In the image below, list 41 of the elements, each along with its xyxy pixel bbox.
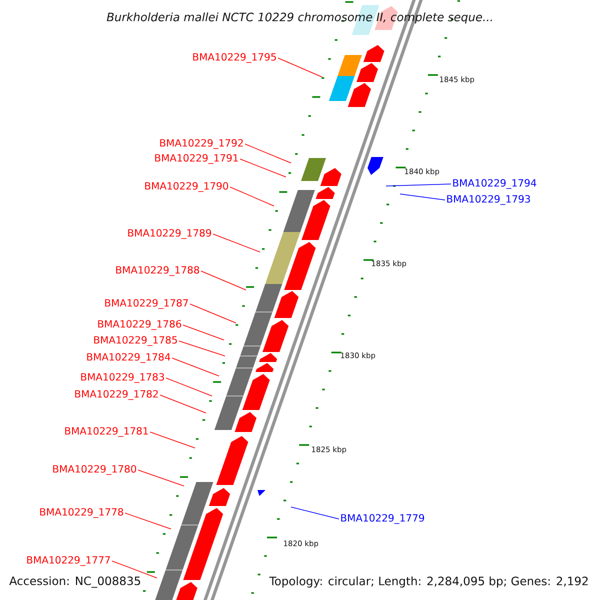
leader-line — [166, 378, 212, 396]
leader-line — [172, 358, 220, 376]
gene-label: BMA10229_1789 — [128, 229, 212, 239]
gene-label: BMA10229_1777 — [27, 556, 110, 566]
leader-line — [124, 512, 172, 530]
leader-line — [244, 144, 292, 164]
leader-line — [212, 234, 260, 252]
leader-line — [150, 432, 196, 448]
footer-text: Accession: NC_008835 — [9, 576, 140, 588]
leader-line — [112, 560, 158, 578]
gene-label: BMA10229_1784 — [87, 353, 170, 363]
gene-label: BMA10229_1786 — [98, 320, 182, 330]
leader-line — [200, 270, 246, 290]
leader-line — [278, 58, 322, 78]
leader-line — [190, 304, 236, 324]
gene-label: BMA10229_1778 — [40, 508, 124, 518]
gene-label: BMA10229_1782 — [75, 390, 158, 400]
leader-line — [230, 186, 274, 206]
leader-line — [290, 506, 340, 520]
gene-label: BMA10229_1779 — [341, 514, 424, 524]
gene-label: BMA10229_1783 — [81, 373, 164, 383]
leader-line — [178, 340, 226, 356]
leader-line — [160, 394, 206, 414]
gene-label: BMA10229_1790 — [145, 182, 228, 192]
gene-label: BMA10229_1794 — [453, 179, 536, 189]
gene-label: BMA10229_1780 — [53, 465, 136, 475]
gene-label: BMA10229_1785 — [94, 336, 177, 346]
title: Burkholderia mallei NCTC 10229 chromosome II, complete seque... — [106, 12, 492, 24]
leader-line — [138, 470, 184, 486]
leader-line — [386, 184, 452, 186]
gene-label: BMA10229_1788 — [116, 266, 200, 276]
gene-label: BMA10229_1791 — [155, 154, 238, 164]
gene-label: BMA10229_1793 — [447, 195, 530, 205]
gene-label: BMA10229_1795 — [193, 53, 276, 63]
leader-line — [240, 158, 286, 178]
gene-label: BMA10229_1787 — [105, 299, 188, 309]
gene-label: BMA10229_1781 — [65, 427, 148, 437]
leader-line — [182, 324, 224, 340]
gene-label: BMA10229_1792 — [160, 139, 243, 149]
footer-text: Topology: circular; Length: 2,284,095 bp; Genes: 2,192 — [269, 576, 588, 588]
leader-line — [400, 194, 446, 200]
